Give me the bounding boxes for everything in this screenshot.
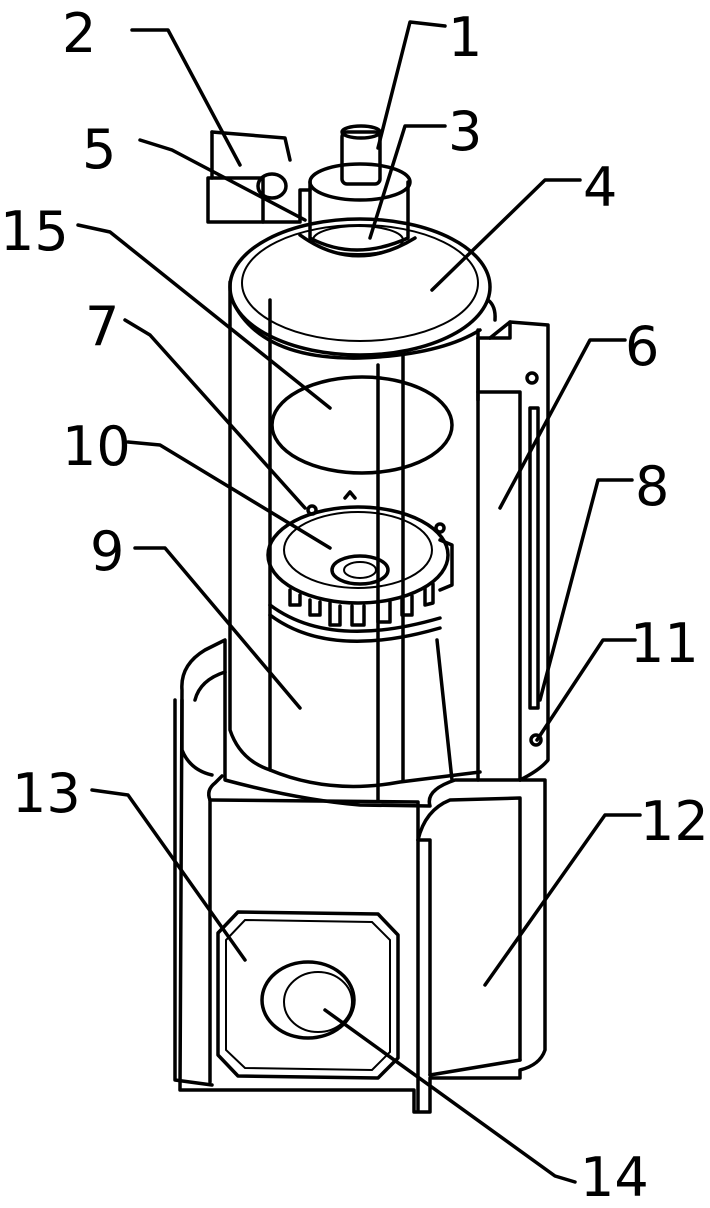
leader-14 [323, 1008, 577, 1184]
label-11: 11 [630, 612, 699, 675]
label-6: 6 [625, 315, 659, 378]
label-4: 4 [583, 156, 617, 219]
leader-7 [123, 318, 307, 510]
valve-body [206, 176, 265, 224]
nut-body [308, 180, 410, 252]
leader-9 [133, 546, 302, 710]
label-8: 8 [635, 455, 669, 518]
rail-side [488, 320, 550, 782]
port-hole [260, 960, 356, 1040]
nut-top [308, 162, 412, 202]
right-face-bottom [428, 1058, 522, 1077]
gear-assembly [266, 490, 454, 782]
label-15: 15 [0, 200, 69, 263]
right-face [416, 796, 522, 1062]
gear-side-tooth [438, 538, 454, 592]
leader-1 [376, 20, 447, 150]
leader-13 [90, 788, 247, 962]
port-hole-inner [283, 971, 353, 1033]
gear-teeth [288, 582, 435, 627]
label-1: 1 [448, 6, 482, 69]
leader-8 [538, 478, 634, 702]
cylinder-left [228, 280, 272, 772]
top-cap-inner [241, 224, 479, 342]
label-10: 10 [62, 415, 131, 478]
front-face-notch [207, 774, 224, 802]
top-cap-lower-rim [230, 298, 482, 360]
valve-knob [256, 172, 288, 200]
label-14: 14 [580, 1146, 649, 1208]
nut-collar [298, 233, 417, 258]
leader-12 [483, 813, 642, 987]
label-2: 2 [62, 2, 96, 65]
rail-top [476, 320, 512, 340]
port-plate [216, 910, 400, 1080]
lower-ring-2 [268, 603, 442, 634]
base-top-curve [193, 670, 227, 702]
cylinder-window-left [268, 298, 482, 789]
leader-11 [535, 638, 637, 742]
gear-rod [435, 638, 454, 782]
stem [340, 130, 382, 186]
gear-pin-left [306, 504, 318, 516]
port-plate-inner [225, 918, 391, 1072]
rail-slot [528, 406, 540, 710]
leader-10 [126, 440, 332, 550]
valve-top [210, 130, 292, 162]
leader-4 [430, 178, 582, 292]
label-7: 7 [85, 295, 119, 358]
sight-window [270, 375, 454, 475]
stem-top [340, 124, 382, 140]
rail-front [476, 336, 522, 782]
leader-3 [368, 124, 447, 240]
valve-connector [261, 188, 312, 224]
leader-lines [76, 20, 642, 1184]
top-cap [228, 217, 492, 357]
top-fittings [206, 124, 417, 258]
gear-top-tooth [343, 490, 357, 500]
leader-15 [76, 223, 332, 410]
front-face-right [208, 798, 420, 1112]
base-block [173, 638, 547, 1114]
rail-screw-top [525, 371, 539, 385]
leader-5 [138, 138, 307, 222]
base-outline [178, 638, 547, 1114]
label-5: 5 [82, 118, 116, 181]
label-13: 13 [12, 762, 81, 825]
label-3: 3 [448, 100, 482, 163]
gear-hub [330, 554, 390, 586]
label-9: 9 [90, 520, 124, 583]
label-12: 12 [640, 790, 709, 853]
base-left-edge [173, 698, 214, 1087]
right-face-edge [416, 838, 432, 1077]
lower-ring [268, 613, 442, 644]
side-rail [476, 298, 550, 782]
rail-bracket [486, 298, 497, 322]
base-back-curve [180, 698, 214, 777]
gear-outer [266, 505, 450, 605]
leader-6 [498, 338, 627, 510]
leader-2 [130, 28, 242, 167]
gear-inner [283, 511, 433, 589]
gear-hub-center [343, 561, 377, 579]
gear-pin-right [434, 522, 446, 534]
rail-screw-bottom [529, 733, 543, 747]
